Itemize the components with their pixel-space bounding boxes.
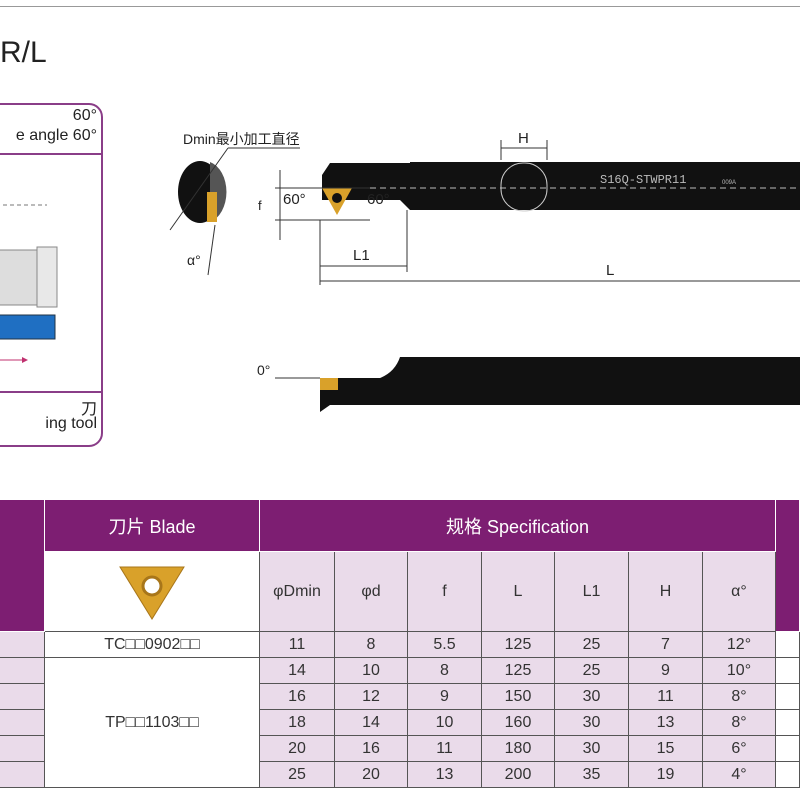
top-divider [0, 6, 800, 7]
row-right-cell [776, 710, 800, 736]
panel-divider [0, 153, 101, 155]
l1-label: L1 [353, 247, 370, 264]
table-cell: 125 [482, 632, 555, 658]
l-label: L [606, 262, 614, 279]
table-cell: 8° [703, 684, 776, 710]
table-cell: 180 [482, 736, 555, 762]
table-cell: 20 [260, 736, 335, 762]
table-cell: 25 [555, 632, 629, 658]
blade-code: TC□□0902□□ [45, 632, 260, 658]
column-header: H [629, 552, 703, 632]
row-right-cell [776, 632, 800, 658]
spec-header: 规格 Specification [260, 500, 776, 552]
table-cell: 8 [335, 632, 408, 658]
table-cell: 9 [629, 658, 703, 684]
dmin-label: Dmin最小加工直径 [183, 131, 300, 147]
table-cell: 10 [335, 658, 408, 684]
table-cell: 15 [629, 736, 703, 762]
table-cell: 16 [335, 736, 408, 762]
row-left-cell [0, 658, 45, 684]
row-left-cell [0, 684, 45, 710]
left-header-cell [0, 500, 45, 632]
rake-angle-label: 0° [257, 362, 270, 378]
triangle-insert-icon [119, 566, 185, 620]
h-label: H [518, 130, 529, 147]
table-cell: 30 [555, 710, 629, 736]
column-header: f [408, 552, 482, 632]
column-header: φd [335, 552, 408, 632]
blade-image-cell [45, 552, 260, 632]
table-cell: 10 [408, 710, 482, 736]
row-left-cell [0, 762, 45, 788]
table-cell: 20 [335, 762, 408, 788]
table-cell: 5.5 [408, 632, 482, 658]
row-left-cell [0, 710, 45, 736]
row-right-cell [776, 658, 800, 684]
tool-label: 刀 [80, 401, 97, 418]
table-cell: 25 [555, 658, 629, 684]
blade-code: TP□□1103□□ [45, 658, 260, 788]
table-cell: 11 [260, 632, 335, 658]
table-cell: 150 [482, 684, 555, 710]
side-view-tool [275, 357, 800, 412]
column-header: φDmin [260, 552, 335, 632]
row-right-cell [776, 736, 800, 762]
table-cell: 7 [629, 632, 703, 658]
table-cell: 16 [260, 684, 335, 710]
f-label: f [258, 198, 262, 213]
table-cell: 4° [703, 762, 776, 788]
row-right-cell [776, 762, 800, 788]
table-cell: 30 [555, 684, 629, 710]
page-title: R/L [0, 36, 47, 69]
table-cell: 160 [482, 710, 555, 736]
model-marking: S16Q-STWPR11 [600, 173, 686, 187]
table-cell: 11 [408, 736, 482, 762]
table-cell: 14 [260, 658, 335, 684]
row-left-cell [0, 632, 45, 658]
table-cell: 10° [703, 658, 776, 684]
tool-drawing: Dmin最小加工直径 α° f 60° 60° H L1 L S16Q-STWP… [169, 130, 800, 412]
angle-label: 60° [72, 107, 97, 124]
table-cell: 200 [482, 762, 555, 788]
table-cell: 35 [555, 762, 629, 788]
table-cell: 11 [629, 684, 703, 710]
right-header-cell [776, 500, 800, 632]
row-left-cell [0, 736, 45, 762]
column-header: L1 [555, 552, 629, 632]
angle-right-label: 60° [367, 191, 390, 208]
table-cell: 13 [629, 710, 703, 736]
angle-label-en: e angle 60° [15, 127, 97, 144]
table-cell: 25 [260, 762, 335, 788]
top-view-tool [275, 140, 800, 285]
table-cell: 12 [335, 684, 408, 710]
panel-divider [0, 391, 101, 393]
angle-left-label: 60° [283, 191, 306, 208]
tool-label-en: ing tool [45, 415, 97, 432]
table-cell: 6° [703, 736, 776, 762]
row-right-cell [776, 684, 800, 710]
alpha-label: α° [187, 252, 201, 268]
column-header: L [482, 552, 555, 632]
end-view [169, 147, 300, 276]
table-cell: 19 [629, 762, 703, 788]
table-cell: 8° [703, 710, 776, 736]
table-cell: 12° [703, 632, 776, 658]
table-cell: 125 [482, 658, 555, 684]
blade-header: 刀片 Blade [45, 500, 260, 552]
column-header: α° [703, 552, 776, 632]
left-info-panel: 60° e angle 60° 刀 ing tool [0, 103, 103, 447]
table-cell: 18 [260, 710, 335, 736]
workpiece-illustration [0, 204, 58, 363]
table-cell: 30 [555, 736, 629, 762]
table-cell: 14 [335, 710, 408, 736]
small-marking: 009A [722, 180, 736, 186]
table-cell: 9 [408, 684, 482, 710]
table-cell: 13 [408, 762, 482, 788]
table-cell: 8 [408, 658, 482, 684]
